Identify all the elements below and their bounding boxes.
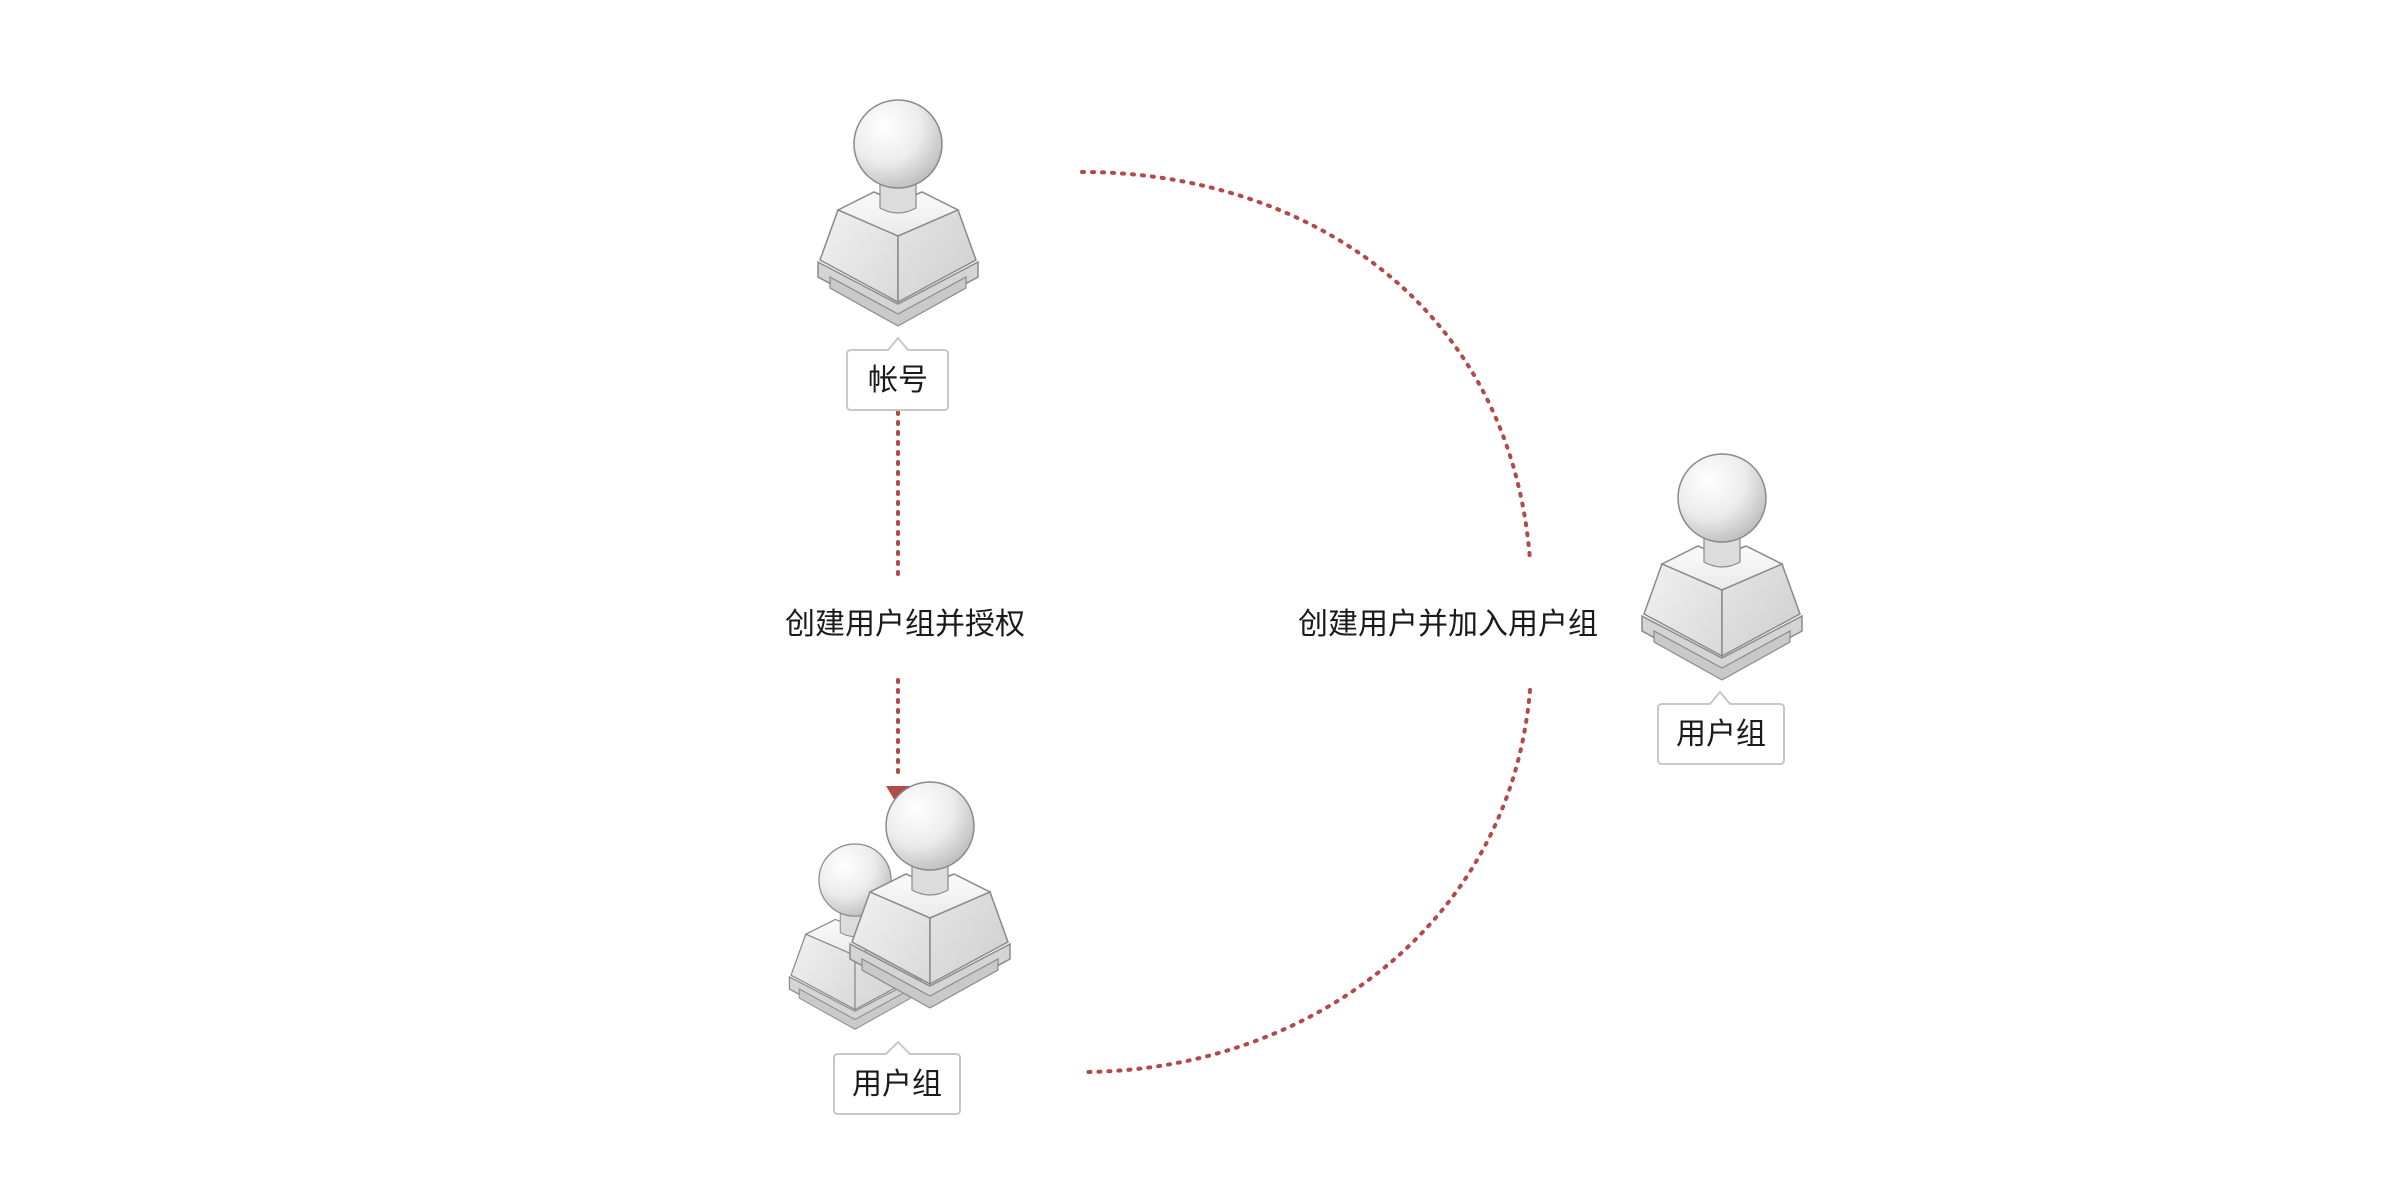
user-icon — [817, 99, 979, 327]
node-account-label: 帐号 — [868, 363, 928, 398]
node-user-group-bottom-label-box: 用户组 — [833, 1040, 961, 1115]
node-user-group-right-label: 用户组 — [1676, 717, 1766, 752]
user-icon — [1641, 453, 1803, 681]
node-user-group-bottom-label: 用户组 — [852, 1067, 942, 1102]
user-group-icon — [788, 781, 1011, 1030]
edge-label-create-group-and-authorize: 创建用户组并授权 — [785, 607, 1025, 642]
node-user-group-right-label-box: 用户组 — [1657, 690, 1785, 765]
edge-arc-upper — [1080, 170, 1532, 562]
node-user-group-right[interactable]: 用户组 — [1641, 453, 1803, 765]
node-account-label-box: 帐号 — [846, 336, 949, 411]
node-account[interactable]: 帐号 — [817, 99, 979, 411]
edge-arc-lower — [1080, 688, 1532, 1074]
edge-label-create-user-and-join-group: 创建用户并加入用户组 — [1298, 607, 1598, 642]
node-user-group-bottom[interactable]: 用户组 — [788, 781, 1011, 1115]
